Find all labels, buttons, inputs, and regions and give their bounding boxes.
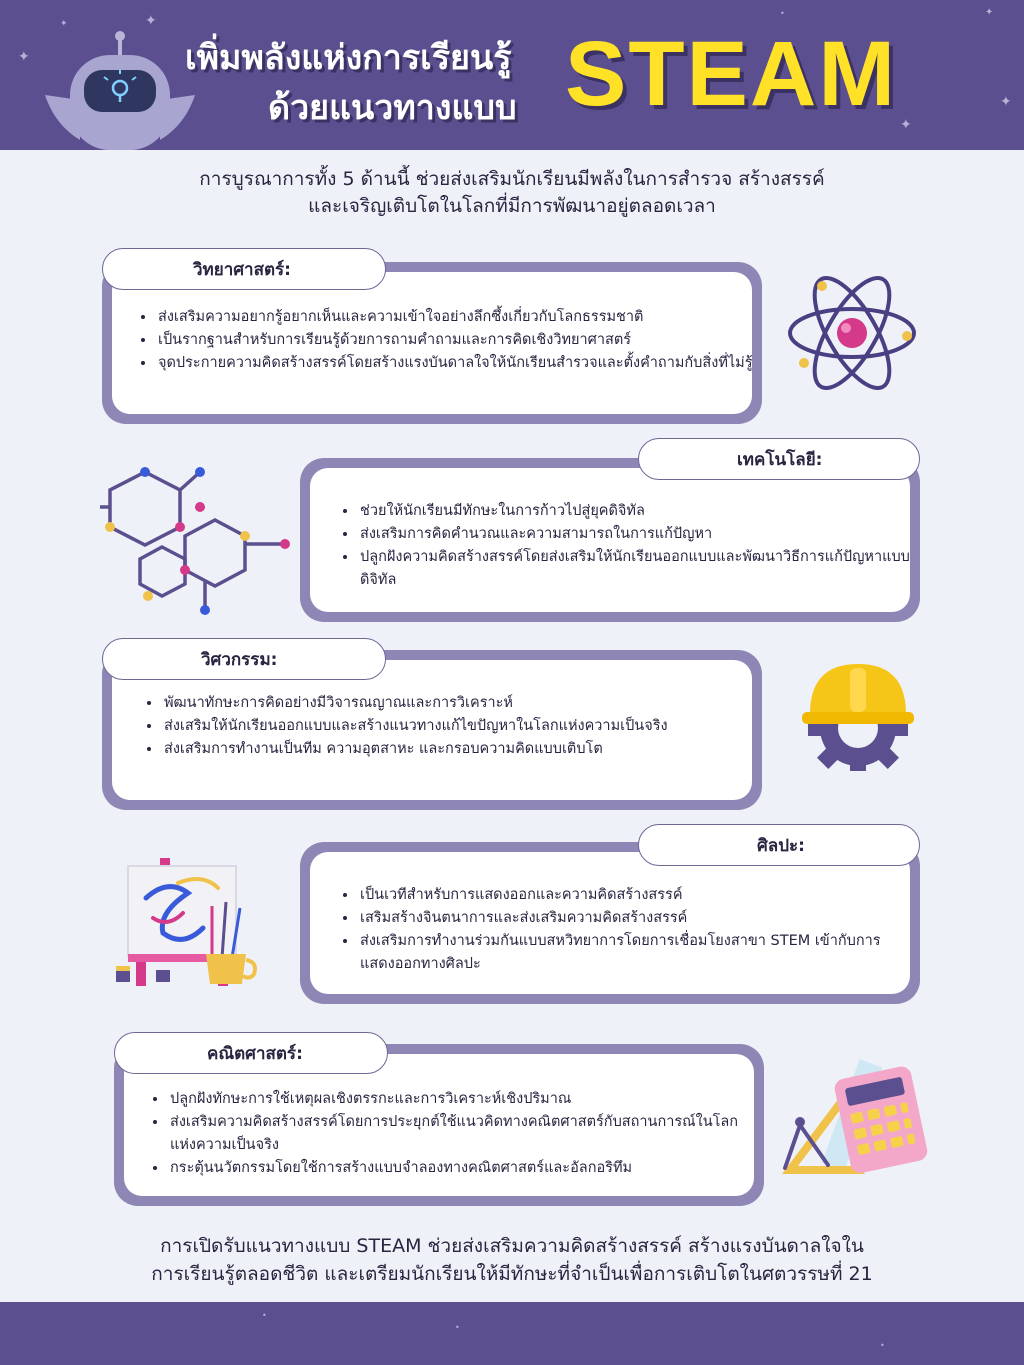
technology-title: เทคโนโลยี: (638, 438, 920, 480)
list-item: ส่งเสริมการทำงานร่วมกันแบบสหวิทยาการโดยก… (358, 930, 918, 976)
engineering-card: วิศวกรรม: พัฒนาทักษะการคิดอย่างมีวิจารณญ… (102, 638, 762, 810)
steam-brand-title: STEAM (565, 23, 897, 125)
conclusion-text: การเปิดรับแนวทางแบบ STEAM ช่วยส่งเสริมคว… (60, 1232, 964, 1288)
easel-paint-icon (116, 858, 257, 986)
star-icon: • (880, 1341, 885, 1350)
math-title: คณิตศาสตร์: (114, 1032, 388, 1074)
star-icon: • (262, 1311, 267, 1320)
intro-line: การบูรณาการทั้ง 5 ด้านนี้ ช่วยส่งเสริมนั… (199, 168, 825, 190)
calculator-tools-icon (782, 1059, 928, 1174)
list-item: ส่งเสริมความคิดสร้างสรรค์โดยการประยุกต์ใ… (168, 1111, 748, 1157)
conclusion-line: การเรียนรู้ตลอดชีวิต และเตรียมนักเรียนให… (151, 1263, 873, 1285)
engineering-title: วิศวกรรม: (102, 638, 386, 680)
list-item: ส่งเสริมให้นักเรียนออกแบบและสร้างแนวทางแ… (162, 715, 722, 738)
page-title-line1: เพิ่มพลังแห่งการเรียนรู้ (185, 38, 512, 78)
header-banner: ✦ ✦ ✦ ✦ ✦ ✦ • เพิ่มพลังแห่งการเรียนรู้ ด… (0, 0, 1024, 150)
list-item: เสริมสร้างจินตนาการและส่งเสริมความคิดสร้… (358, 907, 918, 930)
science-title: วิทยาศาสตร์: (102, 248, 386, 290)
star-icon: ✦ (900, 117, 912, 133)
math-card: คณิตศาสตร์: ปลูกฝังทักษะการใช้เหตุผลเชิง… (114, 1032, 764, 1206)
list-item: พัฒนาทักษะการคิดอย่างมีวิจารณญาณและการวิ… (162, 692, 722, 715)
list-item: ปลูกฝังทักษะการใช้เหตุผลเชิงตรรกะและการว… (168, 1088, 748, 1111)
star-icon: ✦ (18, 49, 30, 65)
list-item: ส่งเสริมการทำงานเป็นทีม ความอุตสาหะ และก… (162, 738, 722, 761)
star-icon: ✦ (985, 7, 994, 18)
list-item: ช่วยให้นักเรียนมีทักษะในการก้าวไปสู่ยุคด… (358, 500, 918, 523)
star-icon: ✦ (60, 19, 68, 29)
arts-title: ศิลปะ: (638, 824, 920, 866)
arts-card: ศิลปะ: เป็นเวทีสำหรับการแสดงออกและความคิ… (300, 824, 920, 1004)
conclusion-line: การเปิดรับแนวทางแบบ STEAM ช่วยส่งเสริมคว… (160, 1235, 864, 1257)
molecule-network-icon (100, 467, 290, 615)
list-item: เป็นรากฐานสำหรับการเรียนรู้ด้วยการถามคำถ… (156, 329, 756, 352)
science-card: วิทยาศาสตร์: ส่งเสริมความอยากรู้อยากเห็น… (102, 248, 762, 424)
intro-line: และเจริญเติบโตในโลกที่มีการพัฒนาอยู่ตลอด… (308, 195, 716, 217)
list-item: ส่งเสริมการคิดคำนวณและความสามารถในการแก้… (358, 523, 918, 546)
list-item: ส่งเสริมความอยากรู้อยากเห็นและความเข้าใจ… (156, 306, 756, 329)
math-bullets: ปลูกฝังทักษะการใช้เหตุผลเชิงตรรกะและการว… (150, 1088, 748, 1180)
list-item: กระตุ้นนวัตกรรมโดยใช้การสร้างแบบจำลองทาง… (168, 1157, 748, 1180)
arts-bullets: เป็นเวทีสำหรับการแสดงออกและความคิดสร้างส… (340, 884, 918, 976)
star-icon: • (455, 1323, 460, 1332)
atom-icon (788, 275, 916, 391)
engineering-bullets: พัฒนาทักษะการคิดอย่างมีวิจารณญาณและการวิ… (144, 692, 722, 761)
list-item: เป็นเวทีสำหรับการแสดงออกและความคิดสร้างส… (358, 884, 918, 907)
list-item: ปลูกฝังความคิดสร้างสรรค์โดยส่งเสริมให้นั… (358, 546, 918, 592)
star-icon: ✦ (145, 13, 157, 29)
helmet-gear-icon (802, 664, 914, 771)
intro-text: การบูรณาการทั้ง 5 ด้านนี้ ช่วยส่งเสริมนั… (80, 166, 944, 220)
science-bullets: ส่งเสริมความอยากรู้อยากเห็นและความเข้าใจ… (138, 306, 756, 375)
footer-banner: • • • (0, 1302, 1024, 1365)
technology-card: เทคโนโลยี: ช่วยให้นักเรียนมีทักษะในการก้… (300, 438, 920, 622)
star-icon: ✦ (1000, 94, 1012, 110)
robot-icon (45, 31, 195, 150)
page-title-line2: ด้วยแนวทางแบบ (268, 88, 517, 128)
list-item: จุดประกายความคิดสร้างสรรค์โดยสร้างแรงบัน… (156, 352, 756, 375)
technology-bullets: ช่วยให้นักเรียนมีทักษะในการก้าวไปสู่ยุคด… (340, 500, 918, 592)
star-icon: • (780, 9, 785, 18)
